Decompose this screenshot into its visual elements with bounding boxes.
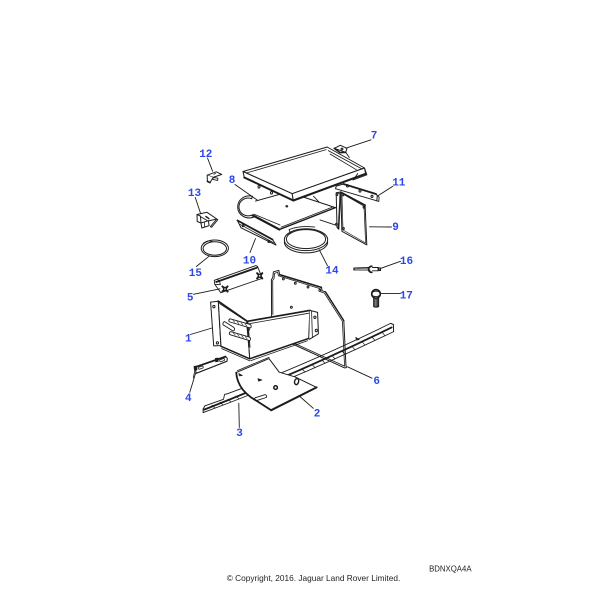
svg-text:© Copyright, 2016. Jaguar Land: © Copyright, 2016. Jaguar Land Rover Lim… (227, 573, 401, 583)
svg-text:9: 9 (392, 222, 399, 234)
svg-text:BDNXQA4A: BDNXQA4A (429, 565, 472, 574)
svg-text:5: 5 (187, 293, 194, 305)
svg-text:12: 12 (199, 149, 212, 161)
svg-text:3: 3 (236, 428, 243, 440)
svg-text:4: 4 (185, 393, 192, 405)
svg-text:16: 16 (400, 256, 413, 268)
svg-text:13: 13 (188, 188, 202, 200)
svg-text:11: 11 (392, 177, 406, 189)
svg-text:7: 7 (371, 131, 378, 143)
svg-text:2: 2 (314, 409, 321, 421)
svg-text:1: 1 (185, 334, 192, 346)
svg-text:8: 8 (229, 175, 236, 187)
svg-text:15: 15 (189, 268, 203, 280)
svg-text:14: 14 (325, 266, 339, 278)
svg-text:10: 10 (243, 256, 256, 268)
svg-text:6: 6 (373, 376, 380, 388)
svg-text:17: 17 (400, 290, 413, 302)
